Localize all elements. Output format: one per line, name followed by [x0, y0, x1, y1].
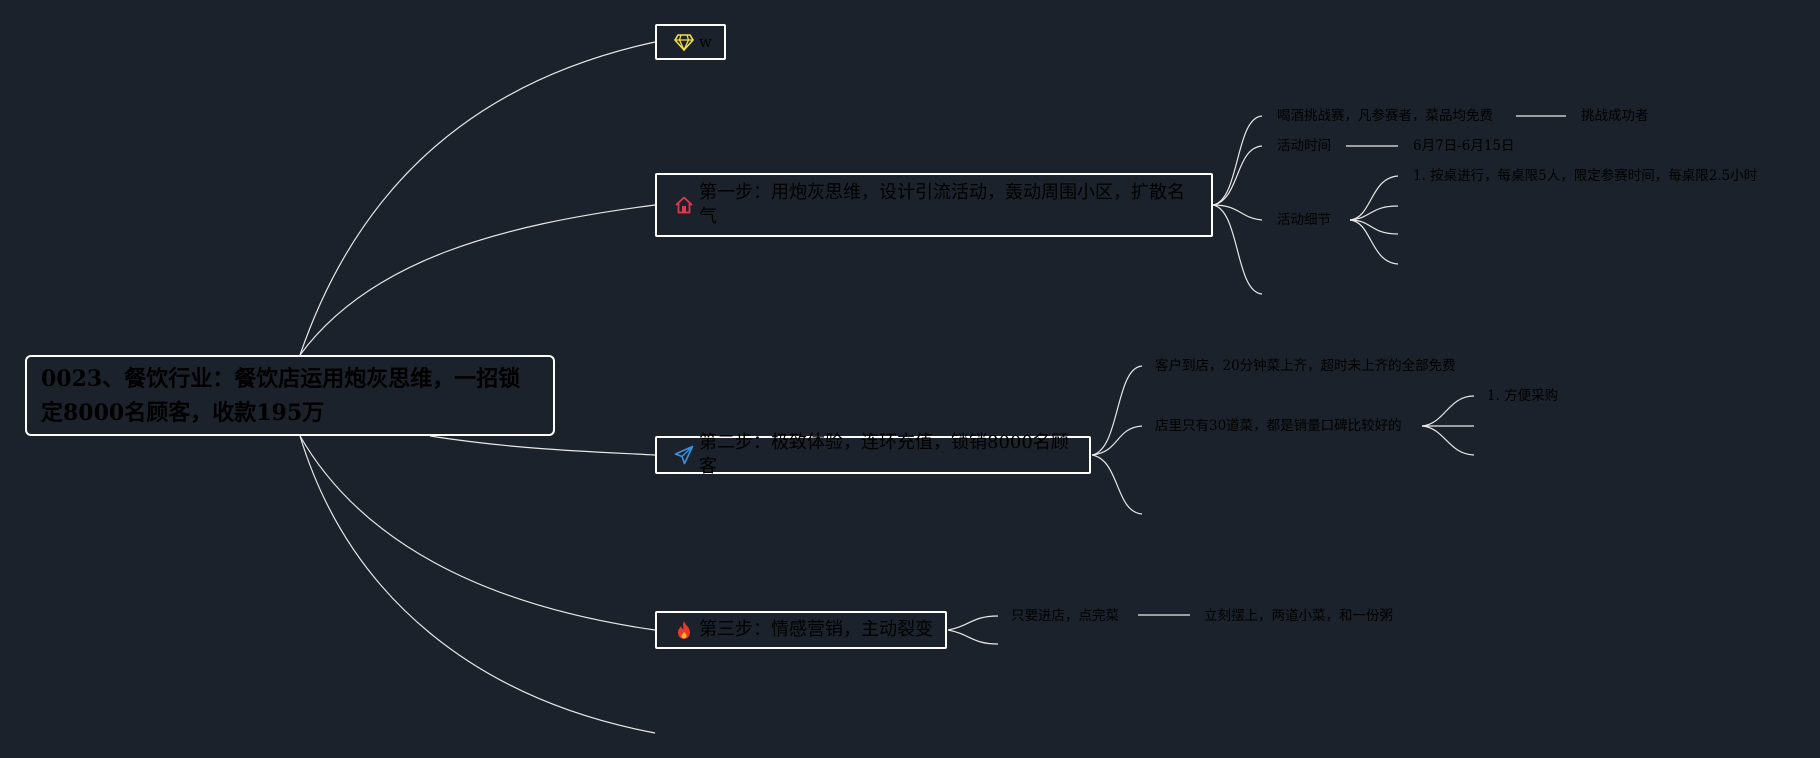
connector-root-extra	[299, 435, 656, 734]
step1-time-topic[interactable]: 活动时间	[1277, 138, 1331, 154]
connector-details-1	[1349, 175, 1399, 221]
branch-step3-label: 第三步：情感营销，主动裂变	[699, 619, 933, 640]
step3-order-topic[interactable]: 只要进店，点完菜	[1011, 608, 1119, 624]
diamond-icon	[673, 31, 695, 53]
connector-details-4	[1349, 219, 1399, 265]
branch-step1-node[interactable]: 第一步：用炮灰思维，设计引流活动，轰动周围小区，扩散名气	[655, 173, 1213, 237]
connector-root-step1	[299, 204, 656, 356]
step1-time-value-topic[interactable]: 6月7日-6月15日	[1413, 138, 1515, 154]
step2-serve-topic[interactable]: 客户到店，20分钟菜上齐，超时未上齐的全部免费	[1155, 358, 1456, 374]
house-icon	[673, 194, 695, 216]
connector-dishes-3	[1421, 425, 1475, 456]
step2-dishes-1-topic[interactable]: 1. 方便采购	[1487, 388, 1559, 404]
branch-step1-label: 第一步：用炮灰思维，设计引流活动，轰动周围小区，扩散名气	[699, 182, 1185, 227]
branch-step2-node[interactable]: 第二步：极致体验，连环充值，锁销8000名顾客	[655, 432, 1091, 477]
connector-details-2	[1349, 205, 1399, 221]
connector-step1-details	[1212, 204, 1263, 221]
connector-step3-empty	[947, 629, 999, 645]
step2-dishes-topic[interactable]: 店里只有30道菜，都是销量口碑比较好的	[1155, 418, 1402, 434]
fire-icon	[673, 619, 695, 641]
connector-details-3	[1349, 219, 1399, 235]
connector-step1-empty	[1212, 204, 1263, 295]
root-topic-node[interactable]: 0023、餐饮行业：餐饮店运用炮灰思维，一招锁定8000名顾客，收款195万	[25, 355, 555, 436]
connector-step1-challenge	[1212, 115, 1263, 206]
step1-detail-1-topic[interactable]: 1. 按桌进行，每桌限5人，限定参赛时间，每桌限2.5小时	[1413, 168, 1758, 184]
step1-details-topic[interactable]: 活动细节	[1277, 212, 1331, 228]
step1-challenge-child-topic[interactable]: 挑战成功者	[1581, 108, 1649, 124]
connector-root-step3	[299, 435, 656, 631]
connector-root-w	[299, 41, 656, 356]
branch-step3-node[interactable]: 第三步：情感营销，主动裂变	[655, 611, 947, 649]
connector-root-step2	[429, 435, 656, 456]
branch-w-label: w	[699, 33, 712, 51]
connector-step3-order	[947, 615, 999, 631]
connector-step2-dishes	[1091, 425, 1143, 456]
branch-step2-label: 第二步：极致体验，连环充值，锁销8000名顾客	[699, 432, 1069, 477]
branch-w-node[interactable]: w	[655, 24, 726, 60]
step1-challenge-topic[interactable]: 喝酒挑战赛，凡参赛者，菜品均免费	[1277, 108, 1493, 124]
paper-plane-icon	[673, 444, 695, 466]
connector-step1-time	[1212, 145, 1263, 206]
connector-step2-empty	[1091, 454, 1143, 515]
connector-dishes-1	[1421, 395, 1475, 427]
root-topic-label: 0023、餐饮行业：餐饮店运用炮灰思维，一招锁定8000名顾客，收款195万	[41, 365, 521, 426]
connector-step2-serve	[1091, 365, 1143, 456]
step3-order-child-topic[interactable]: 立刻摆上，两道小菜，和一份粥	[1204, 608, 1393, 624]
